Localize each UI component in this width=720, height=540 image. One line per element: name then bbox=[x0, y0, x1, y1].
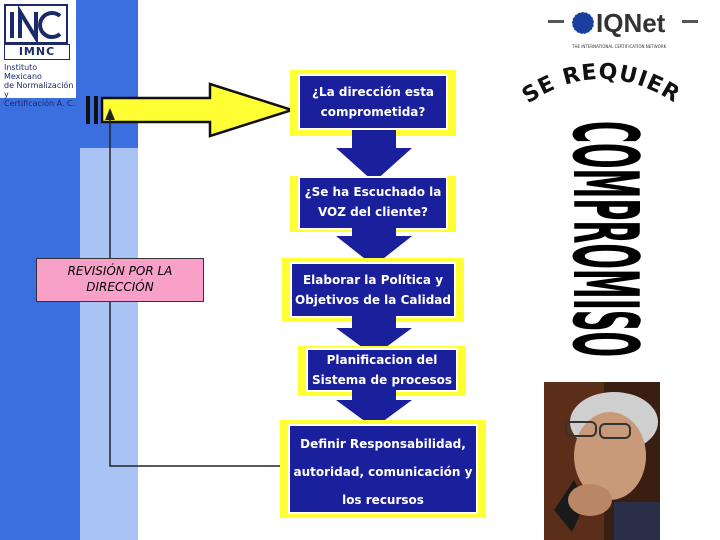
iqnet-dash-right bbox=[682, 20, 698, 23]
light-blue-band bbox=[80, 148, 138, 540]
compromiso-word: COMPROMISO bbox=[552, 121, 657, 357]
step-politica-objetivos: Elaborar la Política y Objetivos de la C… bbox=[290, 262, 456, 318]
big-arrow-right bbox=[86, 82, 297, 138]
imnc-name-line: Certificación A. C. bbox=[4, 99, 76, 108]
arrow-down-icon bbox=[336, 316, 412, 356]
step-responsabilidad: Definir Responsabilidad, autoridad, comu… bbox=[288, 424, 478, 514]
step-voz-cliente: ¿Se ha Escuchado la VOZ del cliente? bbox=[298, 176, 448, 230]
iqnet-brand: IQNet bbox=[596, 8, 666, 38]
iqnet-logo: IQNet THE INTERNATIONAL CERTIFICATION NE… bbox=[548, 8, 700, 54]
revision-direccion-box: REVISIÓN POR LA DIRECCIÓN bbox=[36, 258, 204, 302]
iqnet-tagline: THE INTERNATIONAL CERTIFICATION NETWORK bbox=[572, 44, 667, 49]
imnc-name-line: Instituto Mexicano bbox=[4, 63, 42, 81]
se-requiere-heading: SE REQUIERE: bbox=[518, 60, 678, 109]
globe-icon bbox=[571, 11, 595, 35]
imnc-name-line: de Normalización y bbox=[4, 81, 74, 99]
imnc-badge: IMNC bbox=[4, 44, 70, 60]
imnc-logo: IMNC Instituto Mexicano de Normalización… bbox=[0, 0, 76, 108]
compromiso-text: COMPROMISO bbox=[552, 121, 657, 357]
arrow-down-icon bbox=[336, 130, 412, 182]
arrow-down-icon bbox=[336, 222, 412, 266]
step-direccion-comprometida: ¿La dirección esta comprometida? bbox=[298, 74, 448, 130]
iqnet-dash-left bbox=[548, 20, 564, 23]
imnc-name: Instituto Mexicano de Normalización y Ce… bbox=[4, 63, 76, 108]
imnc-emblem-icon bbox=[4, 4, 68, 44]
step-planificacion: Planificacion del Sistema de procesos bbox=[306, 348, 458, 392]
arrow-down-icon bbox=[336, 388, 412, 428]
man-on-phone-photo bbox=[544, 382, 660, 540]
